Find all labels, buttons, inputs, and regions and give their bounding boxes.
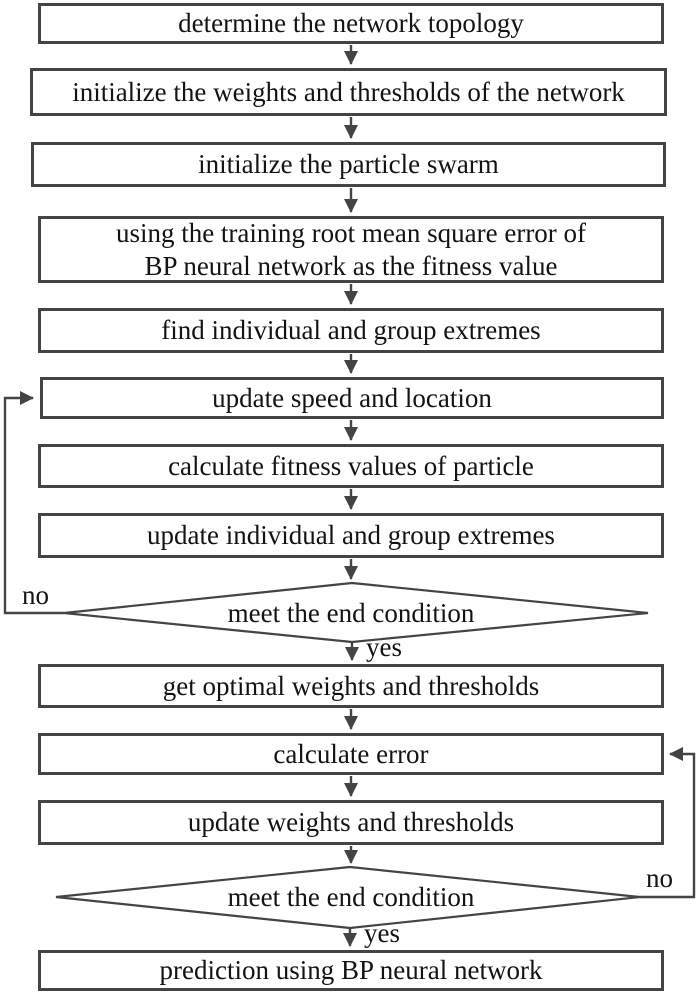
node-label: update individual and group extremes bbox=[147, 520, 555, 551]
decision-2-diamond bbox=[55, 865, 641, 930]
edge-label-no-2: no bbox=[646, 863, 673, 893]
node-end-condition-2: meet the end condition bbox=[151, 881, 551, 913]
edge-label-no-1: no bbox=[22, 580, 49, 610]
node-label: initialize the particle swarm bbox=[198, 149, 499, 180]
decision-1-diamond bbox=[63, 581, 649, 644]
node-init-swarm: initialize the particle swarm bbox=[31, 142, 666, 187]
edge-label-yes-2: yes bbox=[364, 918, 400, 948]
edge-label-yes-1: yes bbox=[366, 632, 402, 662]
loop-no-1 bbox=[3, 391, 64, 615]
node-fitness-value: using the training root mean square erro… bbox=[38, 216, 664, 283]
node-label: calculate fitness values of particle bbox=[168, 450, 534, 481]
node-label-line1: using the training root mean square erro… bbox=[115, 217, 587, 248]
node-find-extremes: find individual and group extremes bbox=[38, 308, 664, 353]
node-label: prediction using BP neural network bbox=[159, 955, 543, 986]
node-label: find individual and group extremes bbox=[161, 315, 541, 346]
node-label: meet the end condition bbox=[227, 597, 475, 628]
node-calc-error: calculate error bbox=[38, 733, 664, 775]
loop-no-2 bbox=[640, 747, 696, 899]
node-label: update weights and thresholds bbox=[187, 807, 515, 838]
node-label: get optimal weights and thresholds bbox=[162, 670, 540, 701]
node-update-weights: update weights and thresholds bbox=[38, 800, 664, 845]
node-update-speed: update speed and location bbox=[40, 377, 664, 419]
node-get-optimal: get optimal weights and thresholds bbox=[38, 664, 664, 708]
node-end-condition-1: meet the end condition bbox=[151, 597, 551, 629]
node-label: determine the network topology bbox=[178, 8, 524, 39]
node-init-weights: initialize the weights and thresholds of… bbox=[30, 68, 667, 116]
node-calc-fitness: calculate fitness values of particle bbox=[38, 444, 664, 488]
node-determine-topology: determine the network topology bbox=[38, 3, 664, 44]
node-label: initialize the weights and thresholds of… bbox=[72, 76, 625, 107]
node-label: calculate error bbox=[273, 738, 429, 769]
node-label: update speed and location bbox=[212, 382, 492, 413]
node-label-line2: BP neural network as the fitness value bbox=[144, 250, 558, 281]
node-label: meet the end condition bbox=[227, 881, 475, 912]
node-update-extremes: update individual and group extremes bbox=[38, 513, 664, 558]
node-prediction: prediction using BP neural network bbox=[38, 950, 664, 991]
